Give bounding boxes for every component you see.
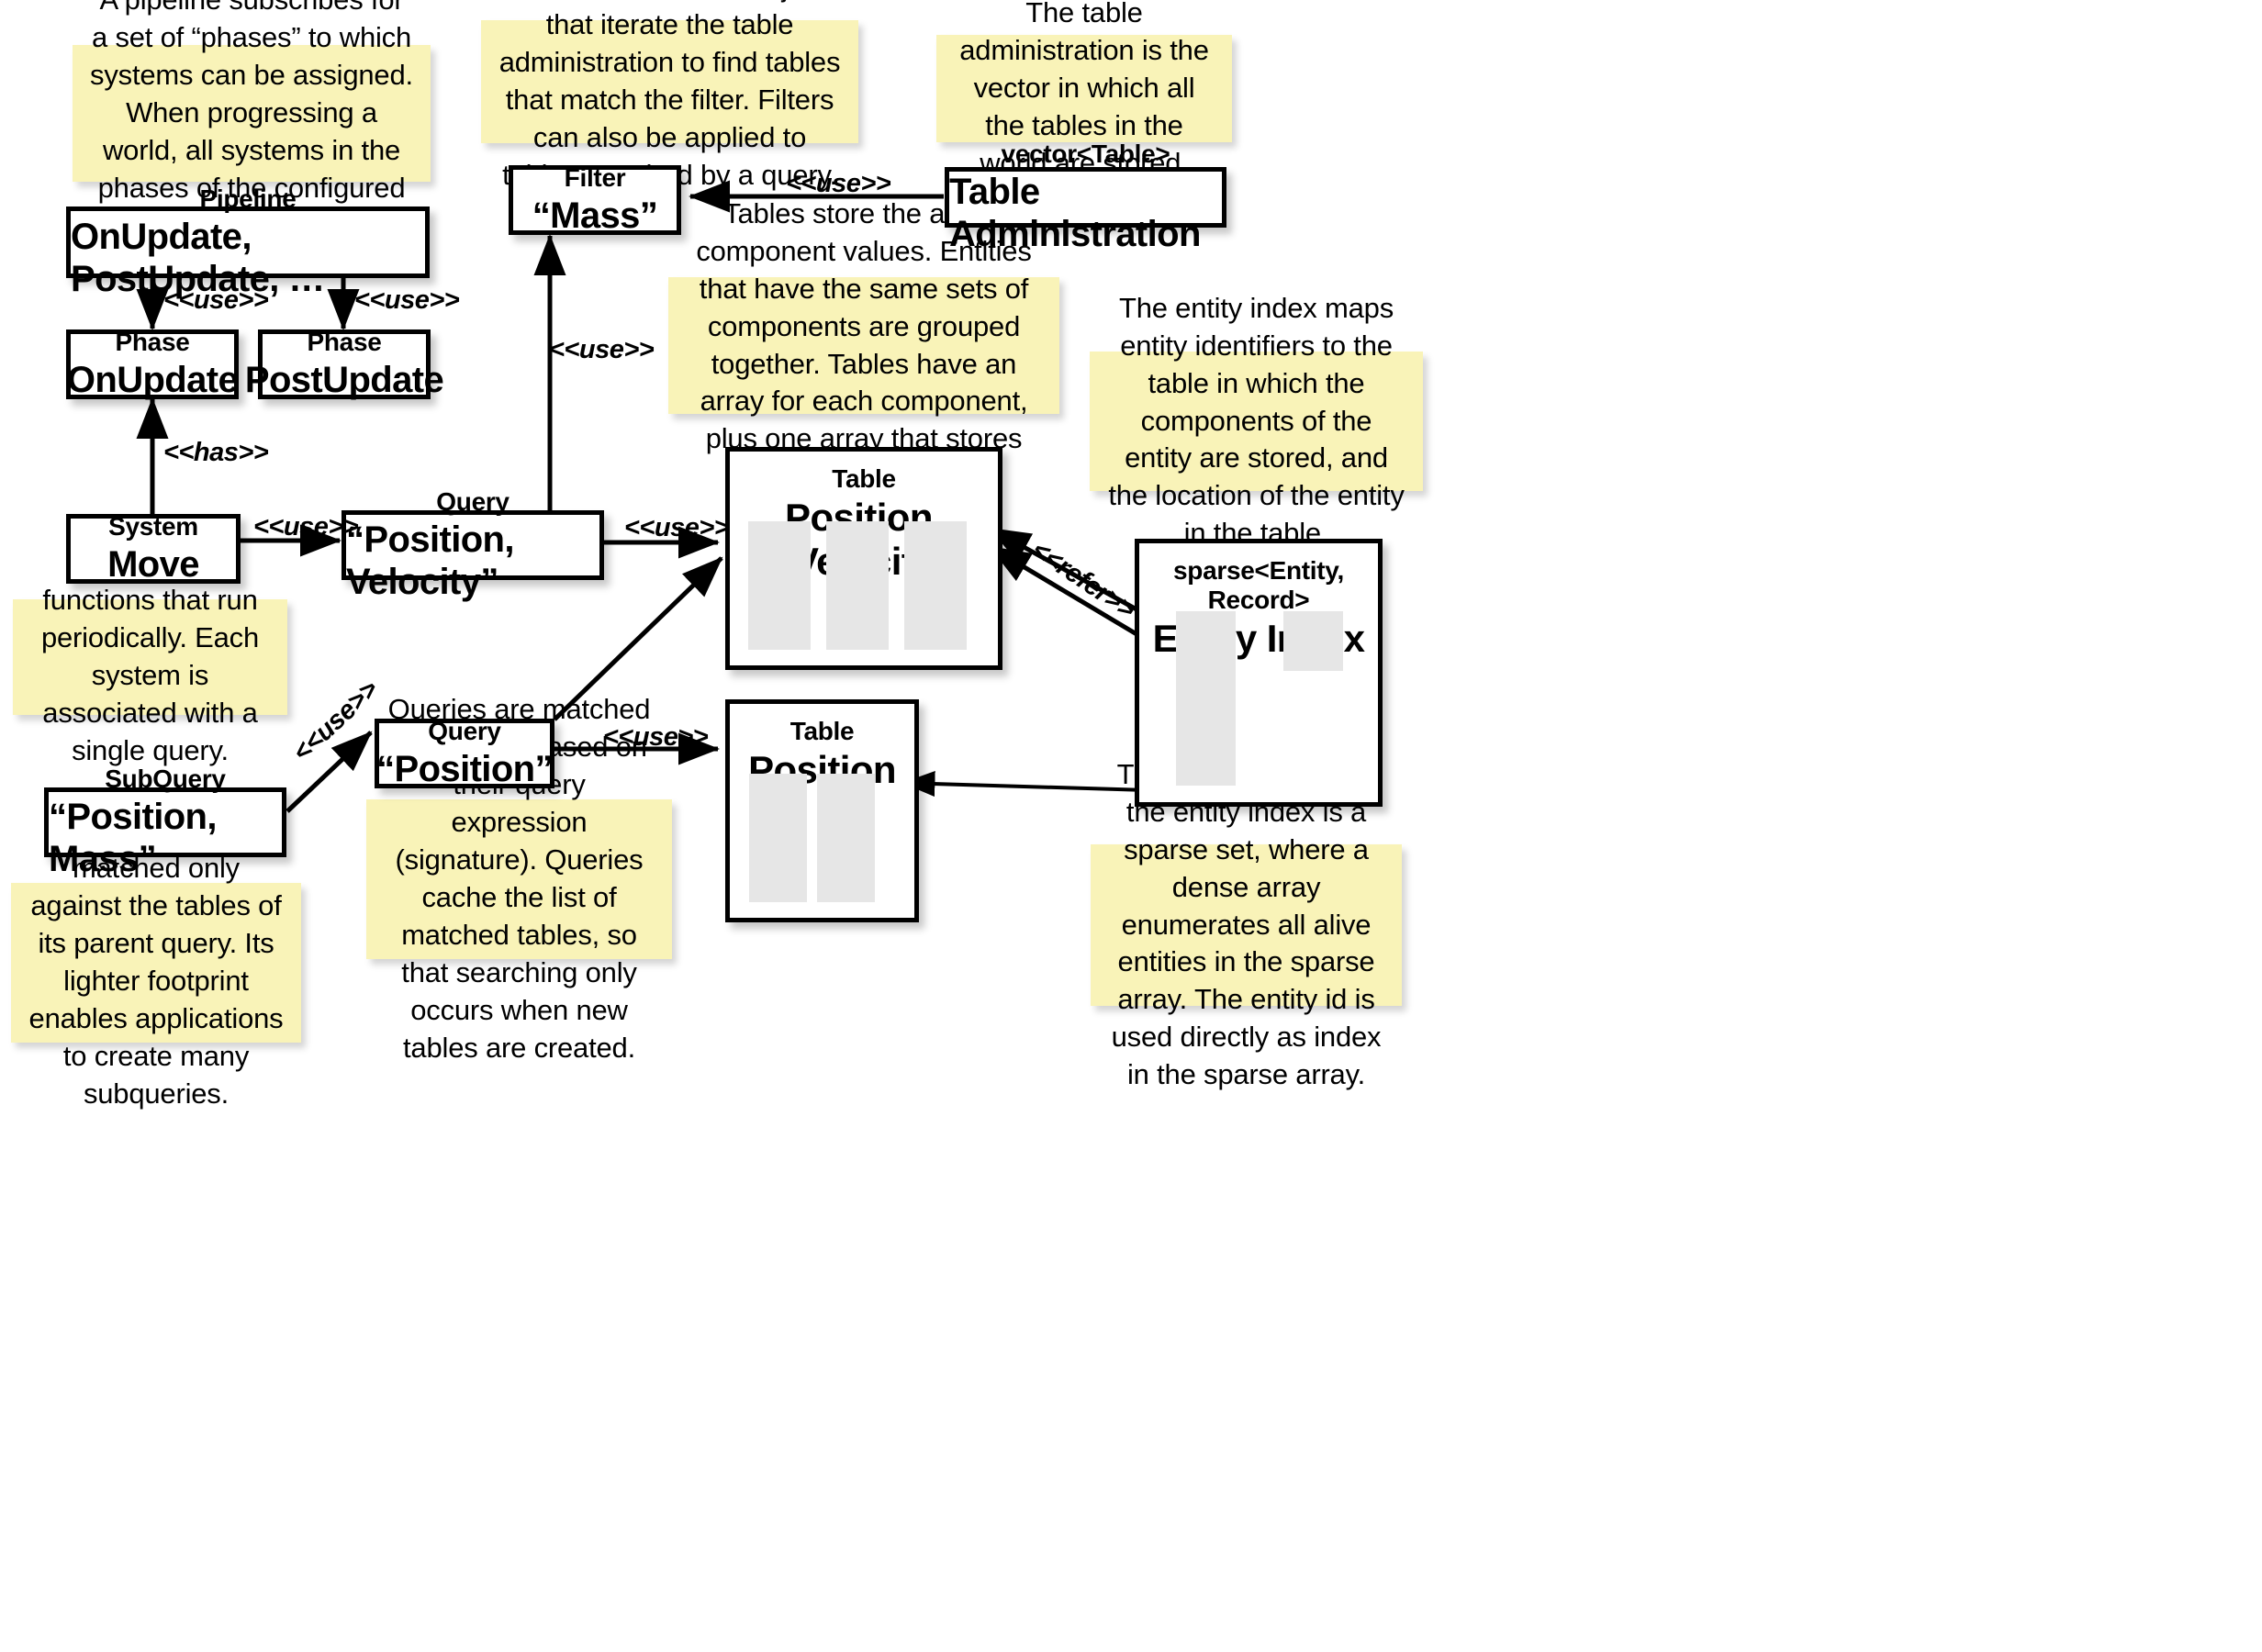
box-query-p-name: “Position”	[376, 749, 553, 790]
note-subquery: A subquery is matched only against the t…	[11, 814, 301, 1110]
box-phase-postupdate[interactable]: Phase PostUpdate	[245, 327, 444, 400]
note-systems: Systems are functions that run periodica…	[13, 546, 287, 766]
box-query-position-velocity[interactable]: Query “Position, Velocity”	[342, 487, 604, 602]
label-query-use-table-pv: <<use>>	[624, 513, 730, 542]
box-subquery-stereotype: SubQuery	[105, 764, 226, 793]
note-sparse-set: The data structure of the entity index i…	[1091, 758, 1402, 1090]
box-system-move-name: Move	[107, 544, 199, 586]
box-filter-stereotype: Filter	[564, 162, 626, 192]
box-query-position[interactable]: Query “Position”	[375, 716, 554, 790]
box-filter-name: “Mass”	[532, 195, 658, 237]
box-phase-postupdate-stereotype: Phase	[307, 327, 382, 356]
box-table-pv-stereotype: Table	[832, 464, 896, 493]
box-query-p-stereotype: Query	[428, 716, 501, 745]
label-queryp-use-table-p: <<use>>	[603, 722, 709, 752]
label-query-use-filter: <<use>>	[549, 335, 655, 364]
label-pipeline-postupdate: <<use>>	[354, 285, 460, 315]
note-filter: Filters are stateless objects that itera…	[481, 0, 858, 191]
entity-index-dense-array	[1283, 611, 1343, 671]
box-entity-index[interactable]: sparse<Entity, Record> Entity Index	[1135, 539, 1383, 807]
table-pv-array-0	[748, 521, 811, 650]
box-table-admin-stereotype: vector<Table>	[1001, 139, 1170, 168]
box-phase-onupdate[interactable]: Phase OnUpdate	[66, 327, 239, 401]
box-query-pv-name: “Position, Velocity”	[346, 519, 514, 603]
note-tables: Tables store the actual component values…	[668, 197, 1059, 492]
note-table-admin: The table administration is the vector i…	[936, 0, 1232, 179]
box-table-admin-name: Table Administration	[949, 172, 1201, 255]
box-subquery-position-mass[interactable]: SubQuery “Position, Mass”	[44, 765, 286, 879]
box-pipeline-name: OnUpdate, PostUpdate, …	[71, 217, 325, 300]
label-system-use-query: <<use>>	[253, 512, 359, 541]
box-system-move[interactable]: System Move	[66, 511, 241, 586]
table-p-array-1	[817, 774, 875, 902]
box-phase-onupdate-stereotype: Phase	[115, 327, 190, 356]
note-entity-index: The entity index maps entity identifiers…	[1090, 292, 1423, 549]
label-system-has-phase: <<has>>	[163, 438, 269, 467]
note-queries: Queries are matched with tables based on…	[366, 693, 672, 1064]
box-filter-mass[interactable]: Filter “Mass”	[509, 162, 681, 237]
box-table-position-velocity[interactable]: Table Position, Velocity	[725, 447, 1002, 670]
note-pipeline: A pipeline subscribes for a set of “phas…	[73, 0, 431, 241]
table-pv-array-1	[826, 521, 889, 650]
box-subquery-name: “Position, Mass”	[49, 797, 217, 880]
box-phase-onupdate-name: OnUpdate	[66, 360, 239, 401]
table-pv-array-2	[904, 521, 967, 650]
box-system-move-stereotype: System	[108, 511, 198, 541]
box-entity-index-stereotype: sparse<Entity, Record>	[1173, 556, 1344, 615]
label-subquery-use-query: <<use>>	[287, 675, 385, 768]
box-pipeline-stereotype: Pipeline	[199, 184, 297, 213]
entity-index-sparse-array	[1176, 611, 1236, 786]
box-phase-postupdate-name: PostUpdate	[244, 360, 444, 401]
label-pipeline-onupdate: <<use>>	[163, 285, 269, 315]
box-query-pv-stereotype: Query	[436, 486, 510, 516]
box-table-administration[interactable]: vector<Table> Table Administration	[945, 140, 1226, 254]
box-table-p-stereotype: Table	[789, 717, 855, 745]
box-pipeline[interactable]: Pipeline OnUpdate, PostUpdate, …	[66, 184, 430, 299]
label-admin-use-filter: <<use>>	[786, 169, 891, 198]
box-table-position[interactable]: Table Position	[725, 699, 919, 922]
table-p-array-0	[749, 774, 807, 902]
